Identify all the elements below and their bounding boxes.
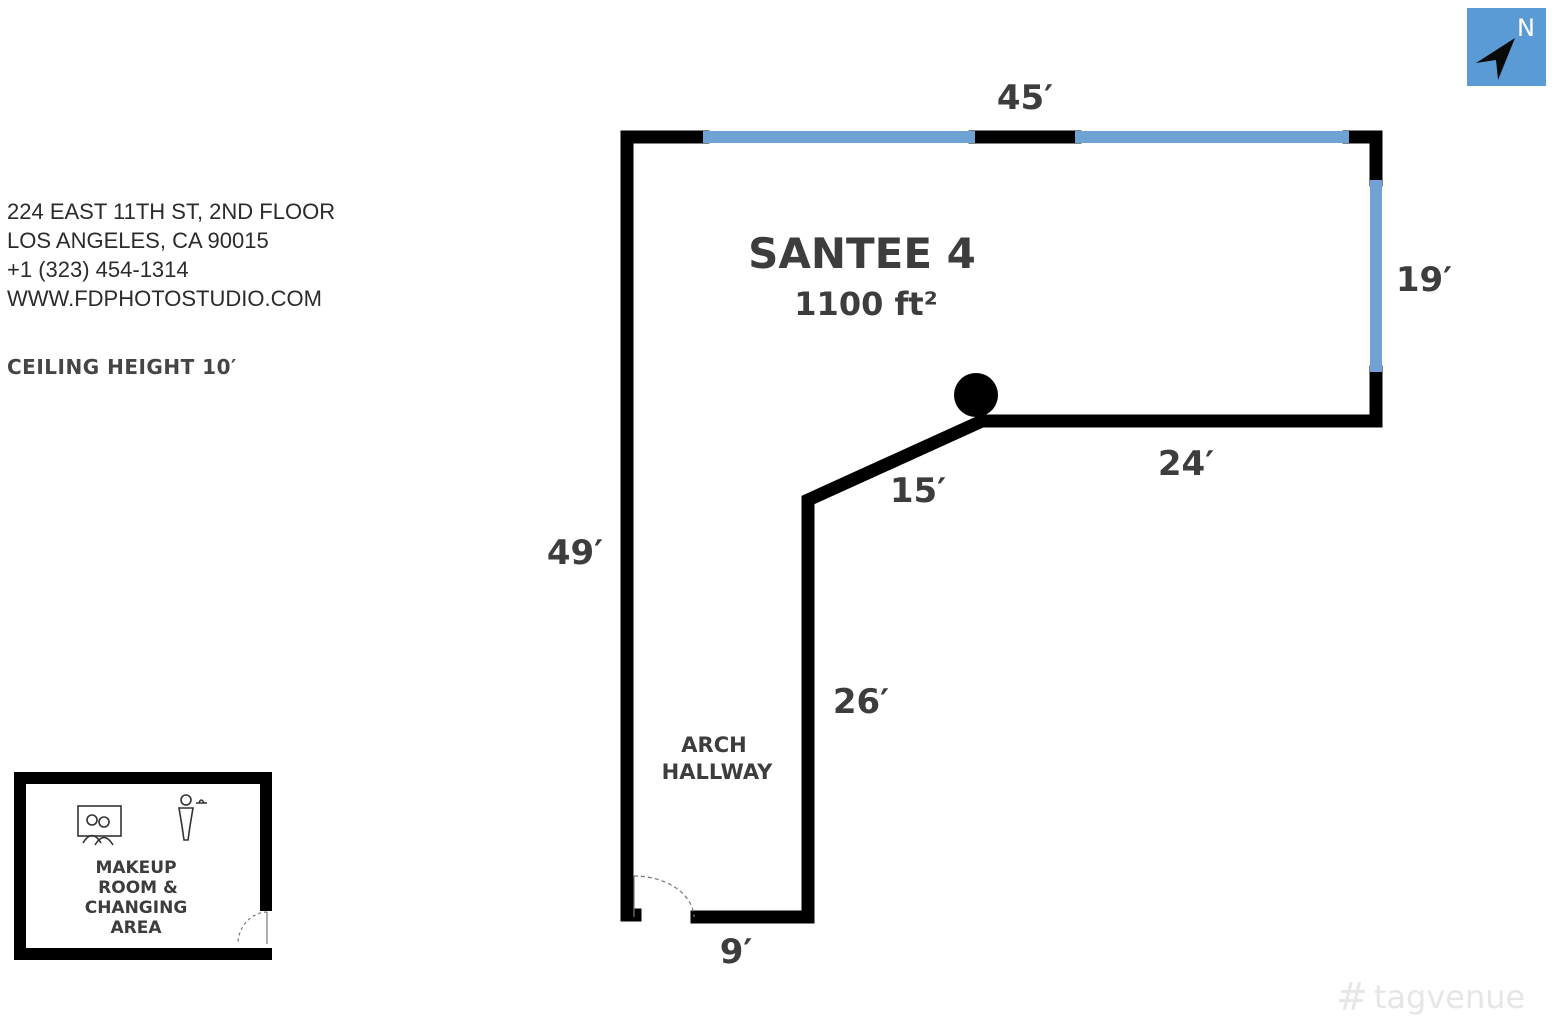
column (954, 373, 998, 417)
dimension-bottom: 9′ (720, 932, 753, 972)
dimension-left: 49′ (547, 533, 603, 573)
watermark: # tagvenue (1336, 975, 1525, 1019)
dimension-right: 19′ (1396, 260, 1452, 300)
person-icon (178, 794, 207, 841)
dimension-lower-right: 24′ (1158, 444, 1214, 484)
main-door-icon (633, 875, 695, 918)
compass-icon: N (1467, 8, 1546, 86)
watermark-text: tagvenue (1373, 978, 1526, 1016)
mirror-icon (77, 805, 122, 846)
makeup-label-4: AREA (110, 918, 162, 938)
windows (703, 131, 1382, 372)
dimension-inner: 26′ (833, 682, 889, 722)
website-url: WWW.FDPHOTOSTUDIO.COM (7, 286, 322, 311)
ceiling-height: CEILING HEIGHT 10′ (7, 355, 237, 379)
address-line-1: 224 EAST 11TH ST, 2ND FLOOR (7, 199, 336, 224)
dimension-diagonal: 15′ (890, 471, 946, 511)
phone-number: +1 (323) 454-1314 (7, 257, 189, 282)
makeup-label-2: ROOM & (98, 878, 178, 898)
main-walls (620, 130, 1383, 924)
tagvenue-logo-icon: # (1336, 975, 1368, 1019)
makeup-room-walls (14, 772, 272, 960)
hallway-label-2: HALLWAY (662, 760, 773, 784)
dimension-top: 45′ (997, 78, 1053, 118)
compass-north-label: N (1517, 14, 1535, 42)
hallway-label-1: ARCH (681, 733, 746, 757)
room-area: 1100 ft² (794, 285, 937, 323)
address-line-2: LOS ANGELES, CA 90015 (7, 228, 269, 253)
makeup-door-icon (237, 911, 268, 945)
studio-address: 224 EAST 11TH ST, 2ND FLOOR LOS ANGELES,… (7, 197, 335, 313)
room-name: SANTEE 4 (748, 229, 976, 278)
makeup-label-3: CHANGING (85, 898, 188, 918)
makeup-label-1: MAKEUP (95, 858, 176, 878)
